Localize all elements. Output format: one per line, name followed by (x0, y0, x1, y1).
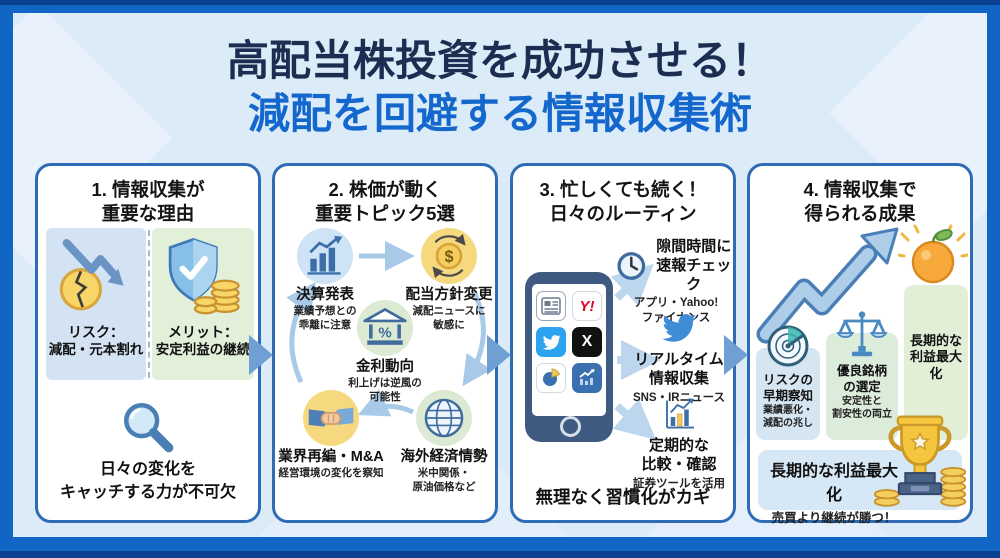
risk-box: リスク： 減配・元本割れ (46, 228, 146, 380)
result-step-selection: 優良銘柄 の選定 安定性と 割安性の両立 (826, 311, 898, 440)
radar-icon (767, 325, 809, 367)
topic-overseas: 海外経済情勢 米中関係・ 原油価格など (391, 390, 497, 495)
smartphone: Y! X (525, 272, 613, 442)
app-grid: Y! X (532, 284, 606, 393)
merit-box: メリット： 安定利益の継続 (152, 228, 254, 380)
topic-title: 業界再編・M&A (278, 449, 384, 465)
pie-chart-app-icon (536, 363, 566, 393)
orange-icon (898, 224, 968, 284)
topic-title: 金利動向 (356, 359, 414, 375)
twitter-app-icon (536, 327, 566, 357)
merit-label: メリット： (168, 324, 238, 340)
step-title: 長期的な 利益最大化 (909, 333, 962, 381)
topic-ma: 業界再編・M&A 経営環境の変化を察知 (275, 390, 387, 481)
handshake-icon (308, 407, 354, 427)
shield-check-coins-icon (168, 238, 240, 315)
risk-merit-comparison: リスク： 減配・元本割れ メリット： (38, 228, 258, 380)
main-title: 高配当株投資を成功させる！ 減配を回避する情報収集術 (13, 35, 987, 140)
yahoo-app-icon: Y! (572, 291, 602, 321)
topic-interest-rates: % 金利動向 利上げは逆風の 可能性 (332, 300, 438, 405)
merit-sub: 安定利益の継続 (155, 342, 251, 358)
clock-icon (617, 252, 646, 280)
globe-icon (424, 398, 464, 438)
risk-sub: 減配・元本割れ (48, 342, 144, 358)
scales-icon (836, 311, 888, 357)
step-sub: 安定性と 割安性の両立 (832, 396, 892, 420)
result-step-risk: リスクの 早期察知 業績悪化・ 減配の兆し (756, 325, 820, 440)
step-title: 優良銘柄 の選定 (836, 364, 887, 394)
panel-topics-header: 2. 株価が動く 重要トピック5選 (315, 179, 455, 225)
results-footer-sub: 売買より継続が勝つ！ (771, 511, 897, 525)
stock-chart-app-icon (572, 363, 602, 393)
declining-arrow-broken-coin-icon (59, 239, 124, 311)
panel-reason-footer: 日々の変化を キャッチする力が不可欠 (59, 461, 236, 502)
news-app-icon (536, 291, 566, 321)
routine-realtime: リアルタイム 情報収集 SNS・IRニュース (623, 310, 735, 405)
trophy-coins-icon (873, 415, 967, 507)
dashed-divider (148, 230, 150, 378)
topic-sub: 経営環境の変化を察知 (278, 467, 384, 480)
panel-results-header: 4. 情報収集で 得られる成果 (803, 179, 917, 225)
magnifier-icon (123, 402, 174, 453)
x-app-icon: X (572, 327, 602, 357)
routine-title: 定期的な 比較・確認 (641, 437, 717, 473)
step-sub: 業績悪化・ 減配の兆し (763, 405, 813, 429)
result-step-max-profit: 長期的な 利益最大化 (904, 285, 968, 440)
svg-text:%: % (378, 325, 391, 342)
topic-sub: 米中関係・ 原油価格など (412, 467, 476, 494)
phone-home-button (560, 416, 581, 437)
dividend-cycle-icon: $ (432, 233, 466, 279)
routine-periodic-check: 定期的な 比較・確認 証券ツールを活用 (623, 396, 735, 491)
rising-trend-arrow-icon (756, 227, 899, 344)
routine-title: リアルタイム 情報収集 (634, 351, 724, 387)
main-title-line2: 減配を回避する情報収集術 (247, 89, 752, 137)
magnifier-wrap (38, 398, 258, 461)
risk-label: リスク： (68, 324, 124, 340)
panel-topics: 2. 株価が動く 重要トピック5選 (272, 163, 498, 523)
bar-chart-icon (307, 235, 343, 275)
content-area: 高配当株投資を成功させる！ 減配を回避する情報収集術 1. 情報収集が 重要な理… (13, 13, 987, 537)
panel-routine: 3. 忙しくても続く！ 日々のルーティン (510, 163, 736, 523)
topic-title: 海外経済情勢 (400, 449, 488, 465)
panel-reason-header: 1. 情報収集が 重要な理由 (91, 179, 205, 225)
panel-connector-arrow (249, 335, 273, 375)
routine-title: 隙間時間に 速報チェック (656, 238, 732, 293)
panel-routine-footer: 無理なく習慣化がカギ (535, 487, 711, 507)
panel-routine-header: 3. 忙しくても続く！ 日々のルーティン (539, 179, 707, 225)
results-footer-title: 長期的な利益最大化 (769, 463, 898, 504)
bank-icon: % (363, 308, 407, 345)
svg-text:$: $ (444, 248, 453, 266)
panel-connector-arrow (724, 335, 748, 375)
routine-sub: 証券ツールを活用 (633, 477, 725, 490)
twitter-bird-icon (662, 314, 697, 342)
main-title-line1: 高配当株投資を成功させる！ (226, 37, 773, 84)
panel-reason: 1. 情報収集が 重要な理由 リスク： 減配・元本割れ (35, 163, 261, 523)
stock-chart-icon (666, 398, 694, 429)
routine-sub: アプリ・Yahoo! ファイナンス (633, 297, 719, 325)
step-title: リスクの 早期察知 (762, 373, 813, 403)
panel-results: 4. 情報収集で 得られる成果 (747, 163, 973, 525)
panel-connector-arrow (487, 335, 511, 375)
